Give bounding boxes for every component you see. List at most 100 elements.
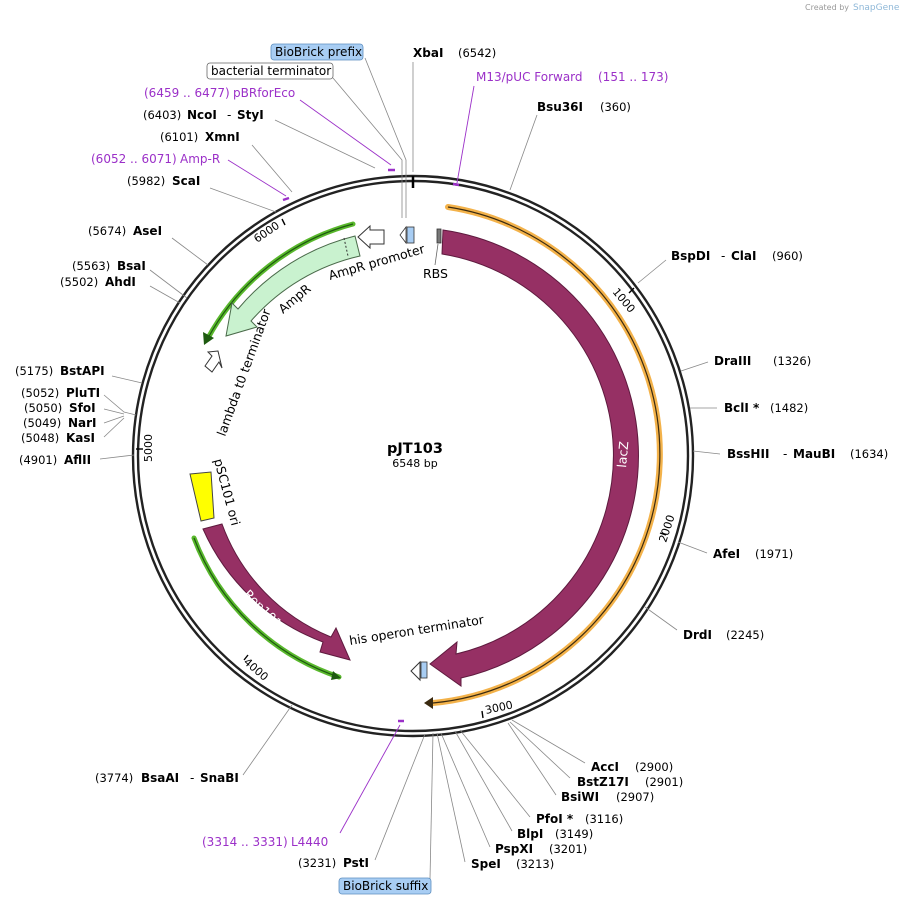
primer-pbrforeco[interactable]: pBRforEco — [233, 86, 295, 100]
watermark-brand: SnapGene — [853, 3, 900, 13]
site-sfoi[interactable]: SfoI — [69, 401, 96, 415]
site-bsai[interactable]: BsaI — [117, 259, 146, 273]
site-xbai[interactable]: XbaI — [413, 46, 443, 60]
site-afei[interactable]: AfeI — [713, 547, 740, 561]
site-drdi-pos: (2245) — [726, 628, 764, 642]
primer-leaders — [227, 85, 475, 834]
site-pspxi[interactable]: PspXI — [495, 842, 533, 856]
rbs-leader — [434, 243, 439, 266]
his-terminator-label: his operon terminator — [348, 612, 486, 648]
primer-bars — [282, 168, 460, 723]
rbs-label: RBS — [423, 266, 448, 281]
site-bsaai[interactable]: BsaAI — [141, 771, 179, 785]
leader-lines — [99, 57, 721, 880]
psc101-ori-label: pSC101 ori — [211, 457, 243, 527]
his-terminator-marker — [410, 660, 421, 682]
site-bsshii-pos: (1634) — [850, 447, 888, 461]
site-bcli[interactable]: BclI * — [724, 401, 760, 415]
site-aflii[interactable]: AflII — [64, 453, 91, 467]
ampr-region-line — [207, 223, 354, 339]
site-bstz17i-pos: (2901) — [645, 775, 683, 789]
rbs-marker — [436, 228, 442, 244]
site-bstapi[interactable]: BstAPI — [60, 364, 105, 378]
lacz-arrow[interactable] — [429, 229, 639, 687]
site-ncoi-pos: (6403) — [143, 108, 181, 122]
site-clai[interactable]: ClaI — [731, 249, 756, 263]
psc101-ori-block[interactable] — [189, 471, 215, 522]
site-bsaai-sep: - — [190, 771, 194, 785]
site-xmni[interactable]: XmnI — [205, 130, 240, 144]
site-spei[interactable]: SpeI — [471, 857, 501, 871]
site-nari-pos: (5049) — [23, 416, 61, 430]
ampr-promoter-arrow[interactable] — [357, 224, 385, 250]
biobrick-prefix-box[interactable] — [270, 43, 364, 61]
site-ahdi-pos: (5502) — [60, 275, 98, 289]
site-maubi[interactable]: MauBI — [793, 447, 835, 461]
primer-ampr-range: (6052 .. 6071) — [91, 152, 177, 166]
site-bstz17i[interactable]: BstZ17I — [577, 775, 629, 789]
site-pfoi-pos: (3116) — [585, 812, 623, 826]
site-nari[interactable]: NarI — [68, 416, 97, 430]
site-bsaai-pos: (3774) — [95, 771, 133, 785]
site-psti[interactable]: PstI — [343, 856, 369, 870]
site-xmni-pos: (6101) — [160, 130, 198, 144]
tick-marks — [136, 218, 667, 719]
site-snabi[interactable]: SnaBI — [200, 771, 239, 785]
plasmid-name: pJT103 — [387, 441, 443, 457]
site-blpi-pos: (3149) — [555, 827, 593, 841]
site-sfoi-pos: (5050) — [24, 401, 62, 415]
biobrick-prefix-label: BioBrick prefix — [275, 45, 362, 59]
primer-m13[interactable]: M13/pUC Forward — [476, 70, 583, 84]
site-bstapi-pos: (5175) — [15, 364, 53, 378]
biobrick-suffix-box[interactable] — [338, 877, 432, 895]
bacterial-terminator-label: bacterial terminator — [211, 64, 331, 78]
site-pluti-pos: (5052) — [21, 386, 59, 400]
site-scai-pos: (5982) — [127, 174, 165, 188]
site-bsiwi-pos: (2907) — [616, 790, 654, 804]
site-bspdi-pos: (960) — [772, 249, 803, 263]
ampr-arrow[interactable] — [225, 235, 361, 337]
site-pfoi[interactable]: PfoI * — [536, 812, 574, 826]
site-acci[interactable]: AccI — [591, 760, 619, 774]
site-asei-pos: (5674) — [88, 224, 126, 238]
site-blpi[interactable]: BlpI — [517, 827, 543, 841]
rep101-region-arrowhead — [331, 671, 341, 680]
ampr-region-arrowhead — [203, 332, 214, 345]
site-afei-pos: (1971) — [755, 547, 793, 561]
site-bcli-pos: (1482) — [770, 401, 808, 415]
site-ahdi[interactable]: AhdI — [105, 275, 136, 289]
site-ncoi[interactable]: NcoI — [187, 108, 217, 122]
site-asei[interactable]: AseI — [133, 224, 162, 238]
site-bsiwi[interactable]: BsiWI — [561, 790, 599, 804]
primer-l4440[interactable]: L4440 — [291, 835, 328, 849]
site-aflii-pos: (4901) — [19, 453, 57, 467]
biobrick-prefix-marker[interactable] — [406, 226, 415, 244]
biobrick-suffix-marker[interactable] — [420, 661, 428, 679]
primer-m13-range: (151 .. 173) — [598, 70, 668, 84]
rep101-arrow[interactable] — [202, 523, 351, 661]
primer-l4440-range: (3314 .. 3331) — [202, 835, 288, 849]
rep101-region-line — [193, 537, 340, 678]
site-bspdi-sep: - — [721, 249, 725, 263]
primer-pbrforeco-range: (6459 .. 6477) — [144, 86, 230, 100]
site-drdi[interactable]: DrdI — [683, 628, 712, 642]
site-draiii-pos: (1326) — [773, 354, 811, 368]
site-bspdi[interactable]: BspDI — [671, 249, 710, 263]
watermark-prefix: Created by — [805, 3, 849, 12]
site-bsshii[interactable]: BssHII — [727, 447, 769, 461]
site-acci-pos: (2900) — [635, 760, 673, 774]
site-kasi-pos: (5048) — [21, 431, 59, 445]
lacz-label: lacZ — [614, 440, 631, 468]
bacterial-terminator-box[interactable] — [206, 62, 334, 80]
site-kasi[interactable]: KasI — [66, 431, 95, 445]
primer-ampr[interactable]: Amp-R — [180, 152, 220, 166]
site-scai[interactable]: ScaI — [172, 174, 200, 188]
site-pluti[interactable]: PluTI — [66, 386, 100, 400]
site-draiii[interactable]: DraIII — [714, 354, 751, 368]
tick-label-5000: 5000 — [142, 434, 155, 462]
site-spei-pos: (3213) — [516, 857, 554, 871]
site-psti-pos: (3231) — [298, 856, 336, 870]
site-styi[interactable]: StyI — [237, 108, 264, 122]
site-bsu36i[interactable]: Bsu36I — [537, 100, 583, 114]
